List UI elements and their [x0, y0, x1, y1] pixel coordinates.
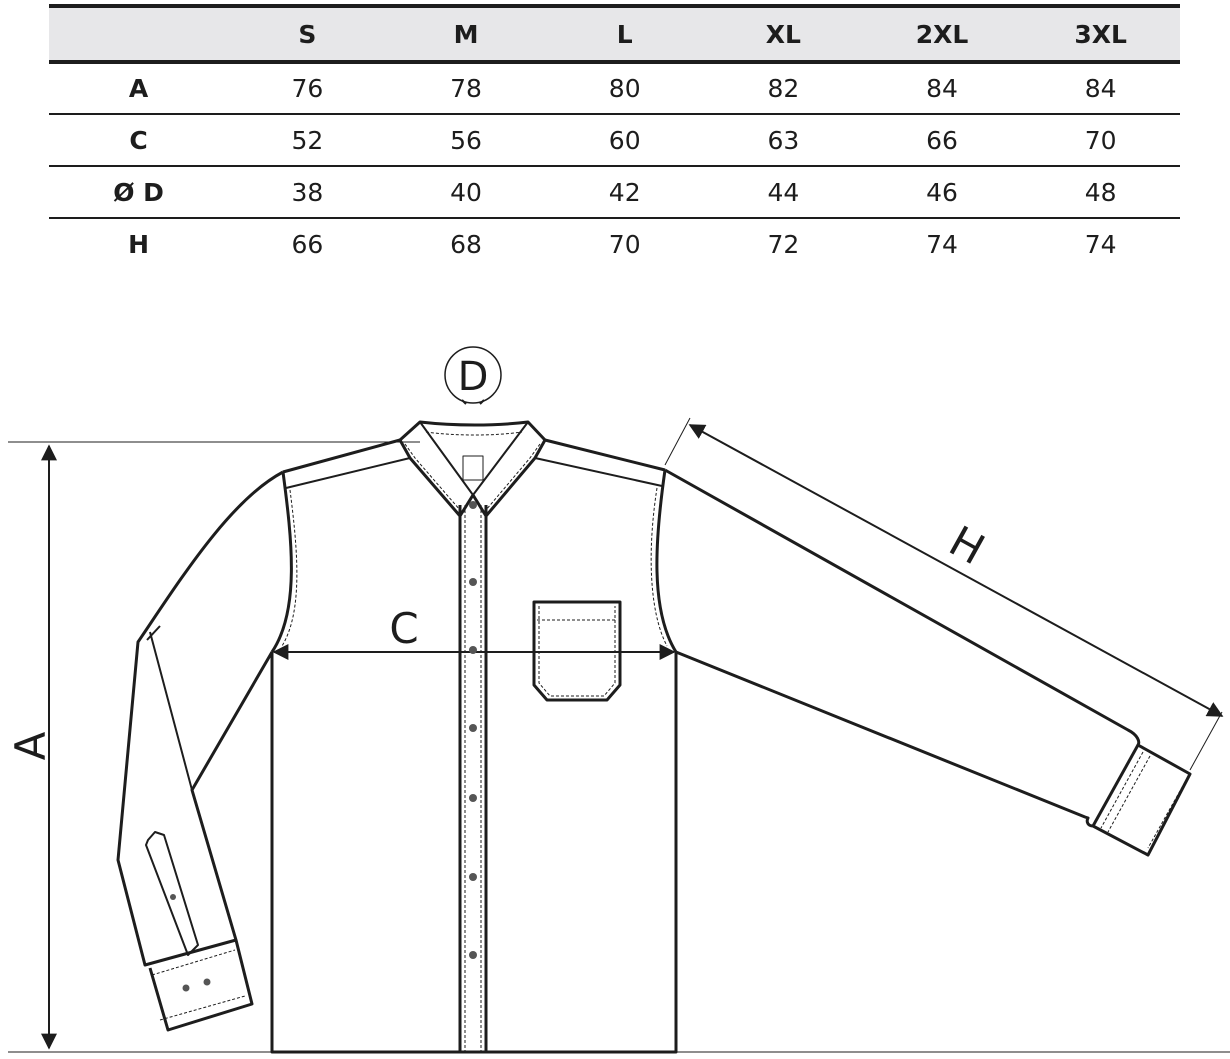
header-size-3xl: 3XL: [1021, 4, 1180, 64]
shirt-measurement-diagram: D C A H: [6, 346, 1230, 1054]
cell: 66: [291, 230, 324, 259]
cell: 66: [862, 114, 1022, 167]
row-label: H: [128, 230, 150, 259]
size-chart-table: S M L XL 2XL 3XL A 76 78 80 82 84 84 C 5…: [49, 4, 1180, 270]
cell: 68: [450, 230, 482, 259]
button-placket: [458, 505, 488, 1052]
header-size-s: S: [228, 4, 387, 64]
cell: 52: [228, 114, 387, 167]
cell: 76: [228, 62, 387, 115]
shirt-collar: [398, 420, 547, 518]
cell: 78: [386, 62, 546, 115]
table-row-d: Ø D 38 40 42 44 46 48: [49, 166, 1180, 219]
header-size-m: M: [386, 4, 546, 64]
cell: 63: [704, 114, 863, 167]
cell: 82: [704, 62, 863, 115]
length-label: A: [6, 731, 55, 760]
header-size-xl: XL: [704, 4, 863, 64]
table-row-a: A 76 78 80 82 84 84: [49, 62, 1180, 115]
row-label: Ø D: [49, 166, 229, 219]
table-row-c: C 52 56 60 63 66 70: [49, 114, 1180, 167]
table-row-h: H 66 68 70 72 74 74: [49, 218, 1180, 270]
cell: 70: [1021, 114, 1180, 167]
cell: 60: [545, 114, 705, 167]
chest-label: C: [389, 604, 418, 653]
cell: 80: [545, 62, 705, 115]
chest-pocket: [532, 600, 622, 702]
cell: 72: [767, 230, 800, 259]
collar-dimension-circle: [444, 346, 502, 404]
sleeve-dimension-arrow: [688, 424, 1224, 717]
cell: 70: [608, 230, 641, 259]
cell: 48: [1021, 166, 1180, 219]
cell: 38: [228, 166, 387, 219]
cell: 84: [1021, 62, 1180, 115]
cell: 44: [704, 166, 863, 219]
left-sleeve: [116, 470, 284, 1032]
header-corner: [49, 4, 229, 64]
row-label: A: [49, 62, 229, 115]
cell: 84: [862, 62, 1022, 115]
cell: 56: [386, 114, 546, 167]
shirt-body: [270, 438, 678, 1054]
buttons: [170, 501, 477, 992]
size-header-row: S M L XL 2XL 3XL: [49, 4, 1180, 64]
cell: 74: [926, 230, 958, 259]
right-sleeve: [664, 468, 1192, 857]
cell: 40: [386, 166, 546, 219]
collar-label: D: [458, 354, 489, 400]
brand-label-icon: [462, 455, 484, 481]
cell: 46: [862, 166, 1022, 219]
cell: 74: [1084, 230, 1117, 259]
cell: 42: [545, 166, 705, 219]
header-size-2xl: 2XL: [862, 4, 1022, 64]
row-label: C: [49, 114, 229, 167]
header-size-l: L: [545, 4, 705, 64]
